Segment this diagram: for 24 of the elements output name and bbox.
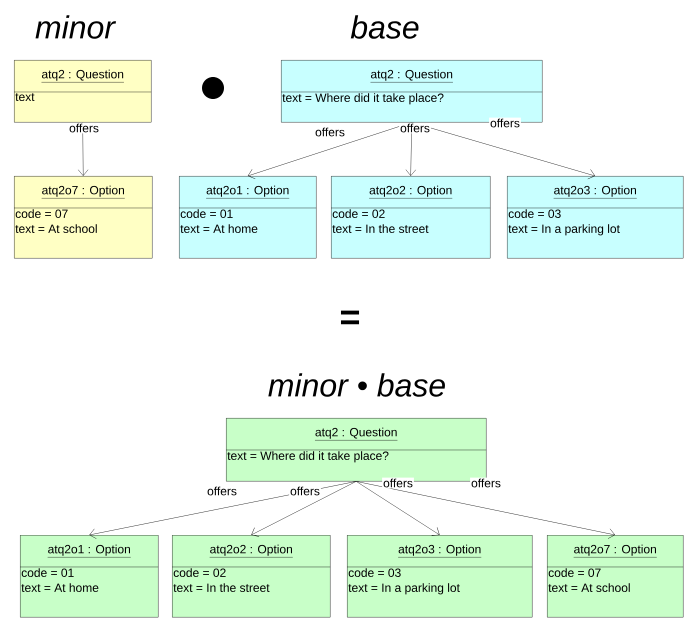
arrow	[412, 122, 596, 180]
edge-label: offers	[289, 486, 321, 496]
heading: =	[340, 310, 360, 324]
object-box: atq2o7 : Option code = 07 text = At school	[546, 534, 684, 618]
object-box: atq2o2 : Option code = 02 text = In the street	[172, 534, 331, 618]
arrow	[356, 481, 616, 539]
edge-label: offers	[68, 122, 100, 134]
edge-label: offers	[470, 478, 502, 488]
object-box: atq2 : Question text	[14, 60, 152, 122]
object-box: atq2o1 : Option code = 01 text = At home	[178, 176, 317, 258]
object-box: atq2o1 : Option code = 01 text = At home	[20, 534, 159, 618]
object-box: atq2o3 : Option code = 03 text = In a parking lot	[506, 176, 684, 258]
edge-label: offers	[489, 118, 521, 128]
object-box: atq2o2 : Option code = 02 text = In the street	[330, 176, 491, 258]
arrow	[248, 122, 412, 179]
arrow	[356, 481, 440, 536]
edge-label: offers	[314, 126, 346, 138]
edge-label: offers	[206, 486, 238, 496]
arrow	[251, 481, 356, 537]
object-box: atq2o3 : Option code = 03 text = In a parking lot	[346, 534, 533, 618]
arrow	[89, 481, 356, 539]
object-box: atq2o7 : Option code = 07 text = At school	[14, 176, 153, 258]
edge-label: offers	[399, 122, 431, 134]
edge-label: offers	[382, 478, 414, 488]
